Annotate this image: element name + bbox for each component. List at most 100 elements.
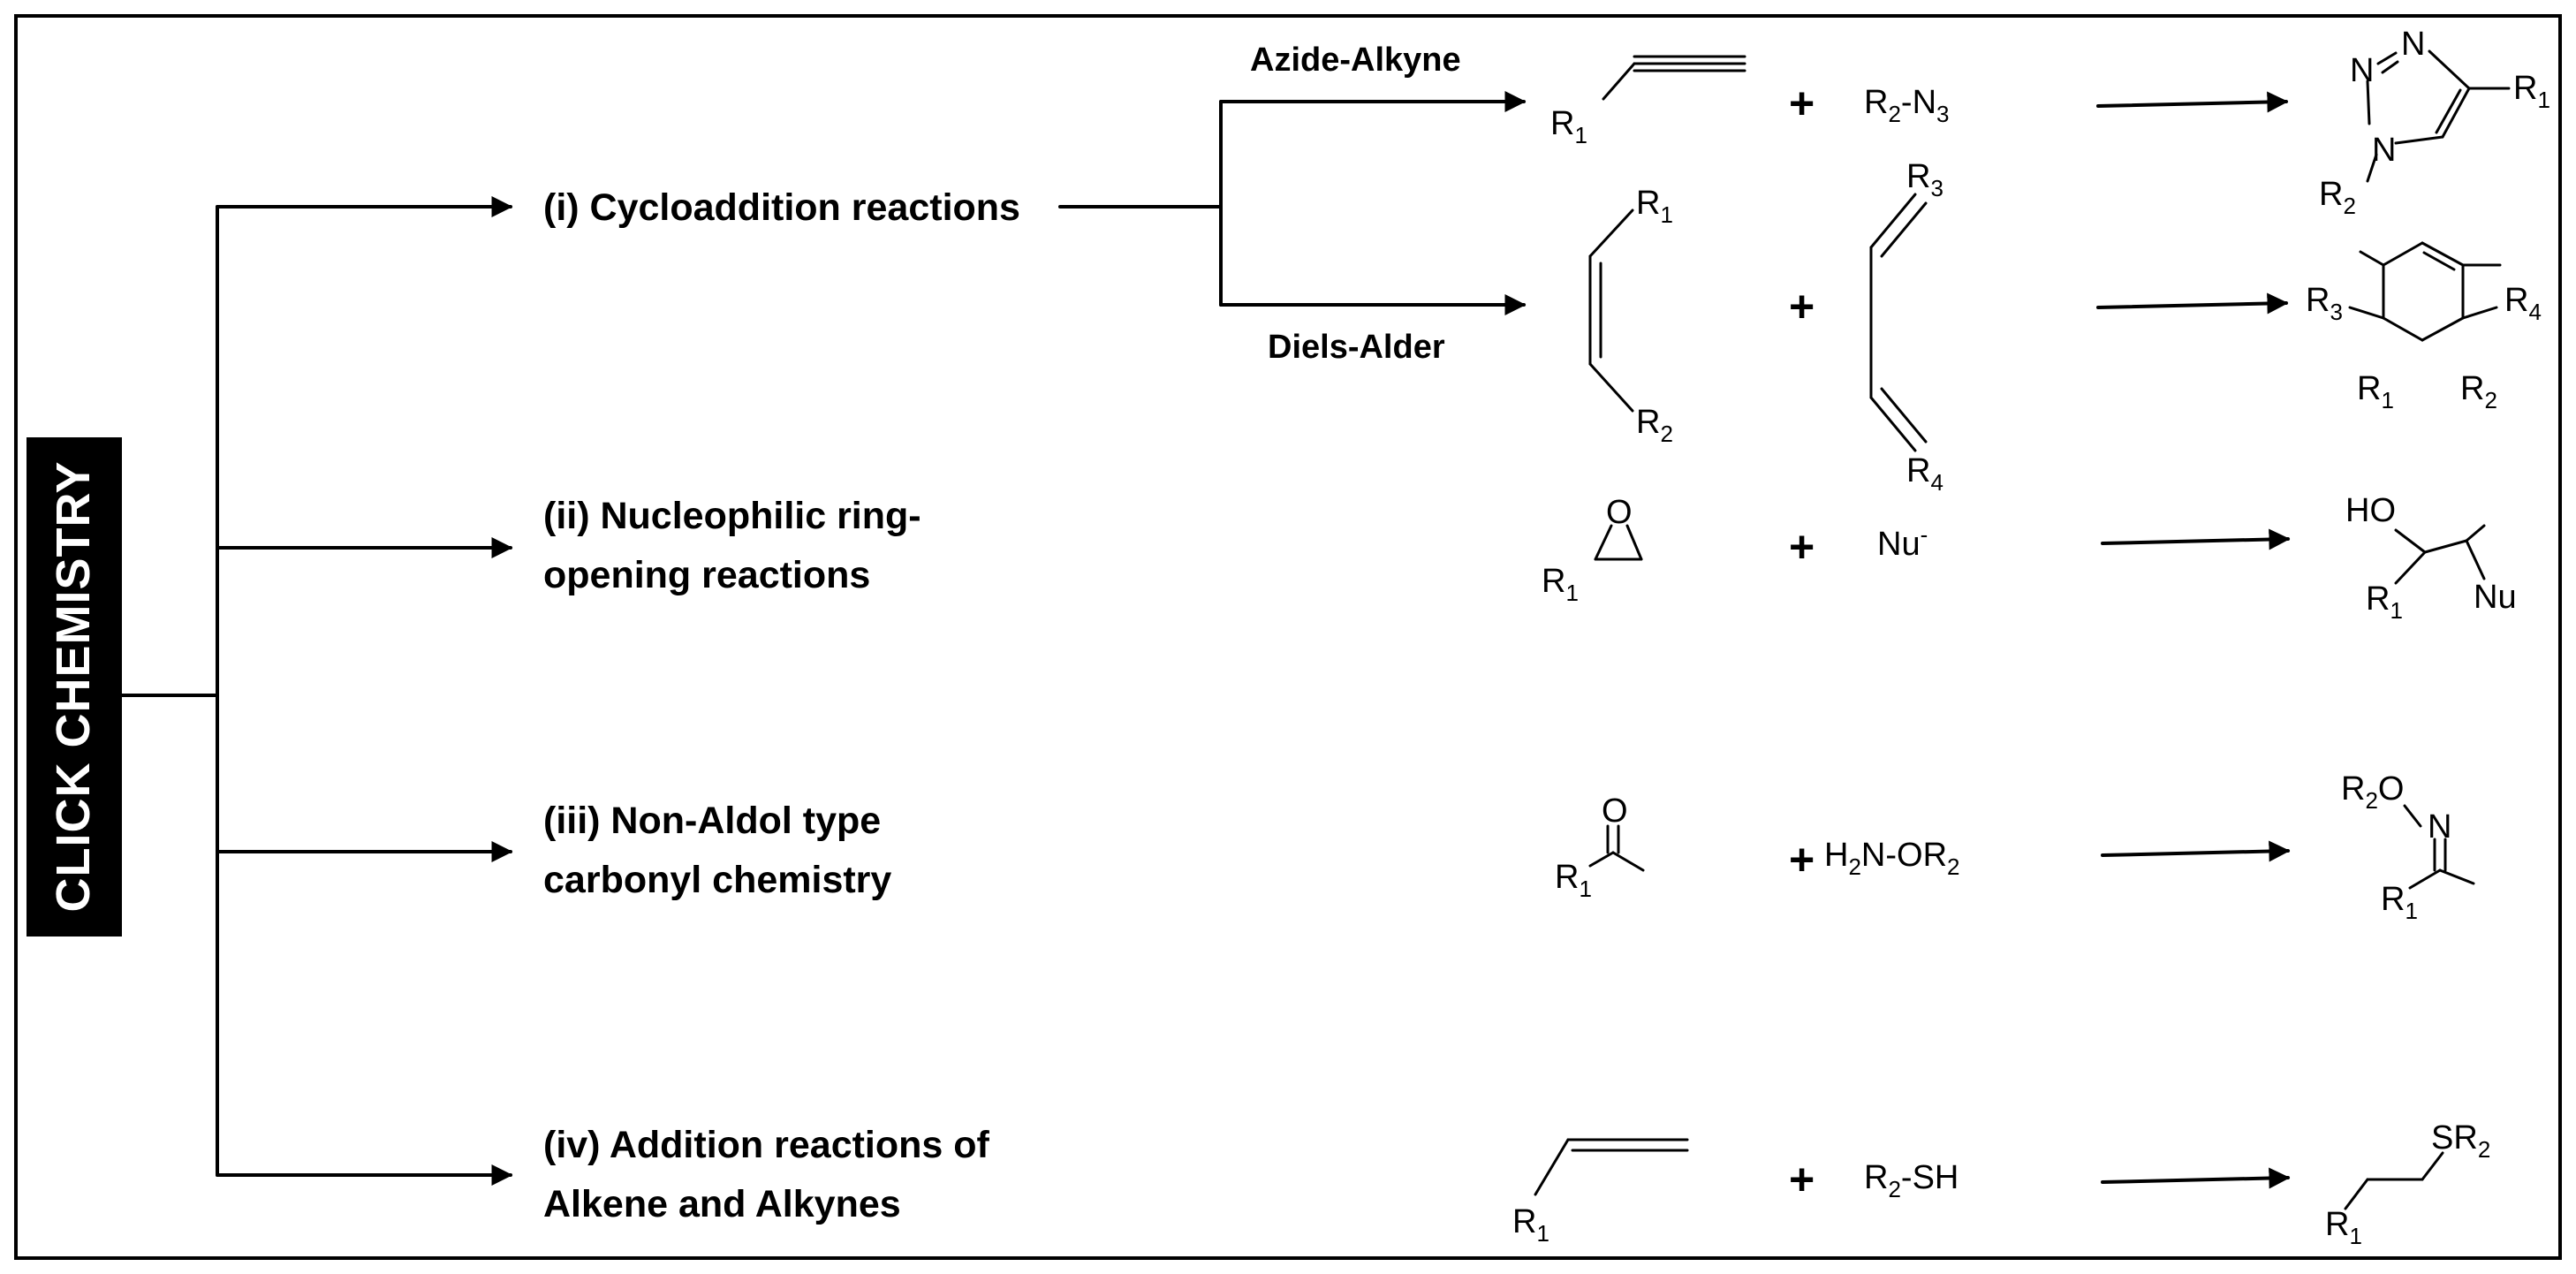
svg-text:R2-SH: R2-SH xyxy=(1864,1159,1959,1202)
r-label: R xyxy=(1542,563,1565,600)
thioether-product: SR2 R1 xyxy=(2325,1119,2490,1249)
svg-text:R1: R1 xyxy=(2513,70,2550,113)
plus-sign: + xyxy=(1789,522,1815,572)
svg-text:R4: R4 xyxy=(2504,282,2542,325)
sulfur-label: S xyxy=(2431,1119,2453,1156)
r-subscript: 1 xyxy=(2537,87,2549,113)
svg-text:R1: R1 xyxy=(2366,580,2403,624)
ring-opened-product: HO Nu R1 xyxy=(2345,492,2517,624)
triazole-n-bottom: N xyxy=(2372,132,2396,169)
r-label: R xyxy=(2319,176,2343,213)
r-subscript: 1 xyxy=(1660,201,1672,228)
thiol-reagent: R2-SH xyxy=(1864,1159,1959,1202)
oxime-product: R2O N R1 xyxy=(2341,770,2475,924)
svg-text:Nu-: Nu- xyxy=(1877,521,1928,563)
r-label: R xyxy=(2306,282,2330,319)
ketone-structure: O R1 xyxy=(1555,792,1645,902)
r-subscript: 1 xyxy=(1536,1220,1549,1247)
r-subscript: 1 xyxy=(2381,387,2393,413)
svg-text:R2-N3: R2-N3 xyxy=(1864,84,1950,127)
r-label: R xyxy=(1864,1159,1888,1196)
hydroxylamine-n: N xyxy=(1861,837,1885,874)
r-subscript: 1 xyxy=(1579,876,1591,902)
r-subscript: 3 xyxy=(1930,175,1943,201)
svg-text:R2: R2 xyxy=(1636,404,1673,447)
r-label: R xyxy=(2381,881,2405,918)
product-arrows xyxy=(2096,91,2291,1189)
r-subscript: 2 xyxy=(1888,1176,1900,1202)
r-label: R xyxy=(2366,580,2390,618)
category-addition-line2: Alkene and Alkynes xyxy=(543,1183,901,1225)
outer-frame xyxy=(14,14,2562,1260)
oxime-nitrogen: N xyxy=(2428,808,2451,846)
r-subscript: 3 xyxy=(2330,299,2342,325)
plus-sign: + xyxy=(1789,282,1815,331)
hydroxylamine-or: -OR xyxy=(1885,837,1947,874)
r-label: R xyxy=(1906,452,1930,489)
r-subscript: 2 xyxy=(2343,193,2355,219)
triazole-n-top: N xyxy=(2401,26,2425,63)
side-title-box: CLICK CHEMISTRY xyxy=(27,437,122,937)
r-label: R xyxy=(1636,404,1660,441)
r-subscript: 4 xyxy=(1930,469,1943,496)
r-label: R xyxy=(2357,370,2381,407)
category-cycloaddition-label: (i) Cycloaddition reactions xyxy=(543,186,1020,229)
r-subscript: 1 xyxy=(1565,580,1578,606)
svg-text:R2: R2 xyxy=(2319,176,2356,219)
nucleophile-label: Nu xyxy=(1877,526,1921,563)
r-subscript: 1 xyxy=(1574,122,1587,148)
thiol-sh: -SH xyxy=(1901,1159,1959,1196)
svg-text:R2O: R2O xyxy=(2341,770,2404,814)
svg-text:H2N-OR2: H2N-OR2 xyxy=(1824,837,1960,880)
r-subscript: 2 xyxy=(1947,853,1959,880)
r-label: R xyxy=(2460,370,2484,407)
r-subscript: 2 xyxy=(2365,787,2377,814)
svg-text:R1: R1 xyxy=(1512,1203,1549,1247)
azide-dash-n: -N xyxy=(1901,84,1936,121)
nucleophile-reagent: Nu- xyxy=(1877,521,1928,563)
svg-text:R1: R1 xyxy=(1542,563,1579,606)
plus-sign: + xyxy=(1789,835,1815,884)
plus-sign: + xyxy=(1789,1155,1815,1204)
svg-text:R3: R3 xyxy=(1906,158,1943,201)
epoxide-oxygen: O xyxy=(1606,494,1633,531)
hydroxylamine-h: H xyxy=(1824,837,1848,874)
svg-text:R1: R1 xyxy=(1550,105,1587,148)
plus-signs: + + + + + xyxy=(1789,79,1815,1204)
svg-text:R1: R1 xyxy=(1636,185,1673,228)
h2-subscript: 2 xyxy=(1848,853,1860,880)
epoxide-structure: O R1 xyxy=(1542,494,1643,606)
triazole-product: N N N R1 R2 xyxy=(2319,26,2550,219)
r-label: R xyxy=(2513,70,2537,107)
svg-text:R4: R4 xyxy=(1906,452,1943,496)
r-label: R xyxy=(1906,158,1930,195)
r-subscript: 4 xyxy=(2528,299,2541,325)
tree-connectors xyxy=(120,196,513,1186)
nucleophile-product-label: Nu xyxy=(2474,579,2517,616)
r-label: R xyxy=(2453,1119,2477,1156)
svg-text:R1: R1 xyxy=(1555,859,1592,902)
r-subscript: 1 xyxy=(2390,597,2402,624)
diagram-title: CLICK CHEMISTRY xyxy=(47,461,100,913)
category-ring-opening-line1: (ii) Nucleophilic ring- xyxy=(543,495,921,537)
triazole-n-left: N xyxy=(2350,52,2374,89)
category-addition-line1: (iv) Addition reactions of xyxy=(543,1124,990,1166)
svg-text:R1: R1 xyxy=(2325,1206,2362,1249)
dienophile-structure: R1 R2 xyxy=(1588,185,1673,447)
r-subscript: 1 xyxy=(2405,898,2417,924)
r-subscript: 2 xyxy=(2478,1136,2490,1163)
hydroxylamine-reagent: H2N-OR2 xyxy=(1824,837,1960,880)
r-label: R xyxy=(2325,1206,2349,1243)
category-ring-opening-line2: opening reactions xyxy=(543,554,870,596)
plus-sign: + xyxy=(1789,79,1815,128)
r-label: R xyxy=(1636,185,1660,222)
category-labels: (i) Cycloaddition reactions (ii) Nucleop… xyxy=(543,186,1020,1225)
nucleophile-charge: - xyxy=(1921,521,1928,548)
carbonyl-oxygen: O xyxy=(1602,792,1628,830)
azide-alkyne-label: Azide-Alkyne xyxy=(1250,42,1461,79)
azide-reagent: R2-N3 xyxy=(1864,84,1950,127)
n3-subscript: 3 xyxy=(1936,101,1949,127)
diene-structure: R3 R4 xyxy=(1869,158,1943,496)
category-carbonyl-line2: carbonyl chemistry xyxy=(543,859,891,901)
